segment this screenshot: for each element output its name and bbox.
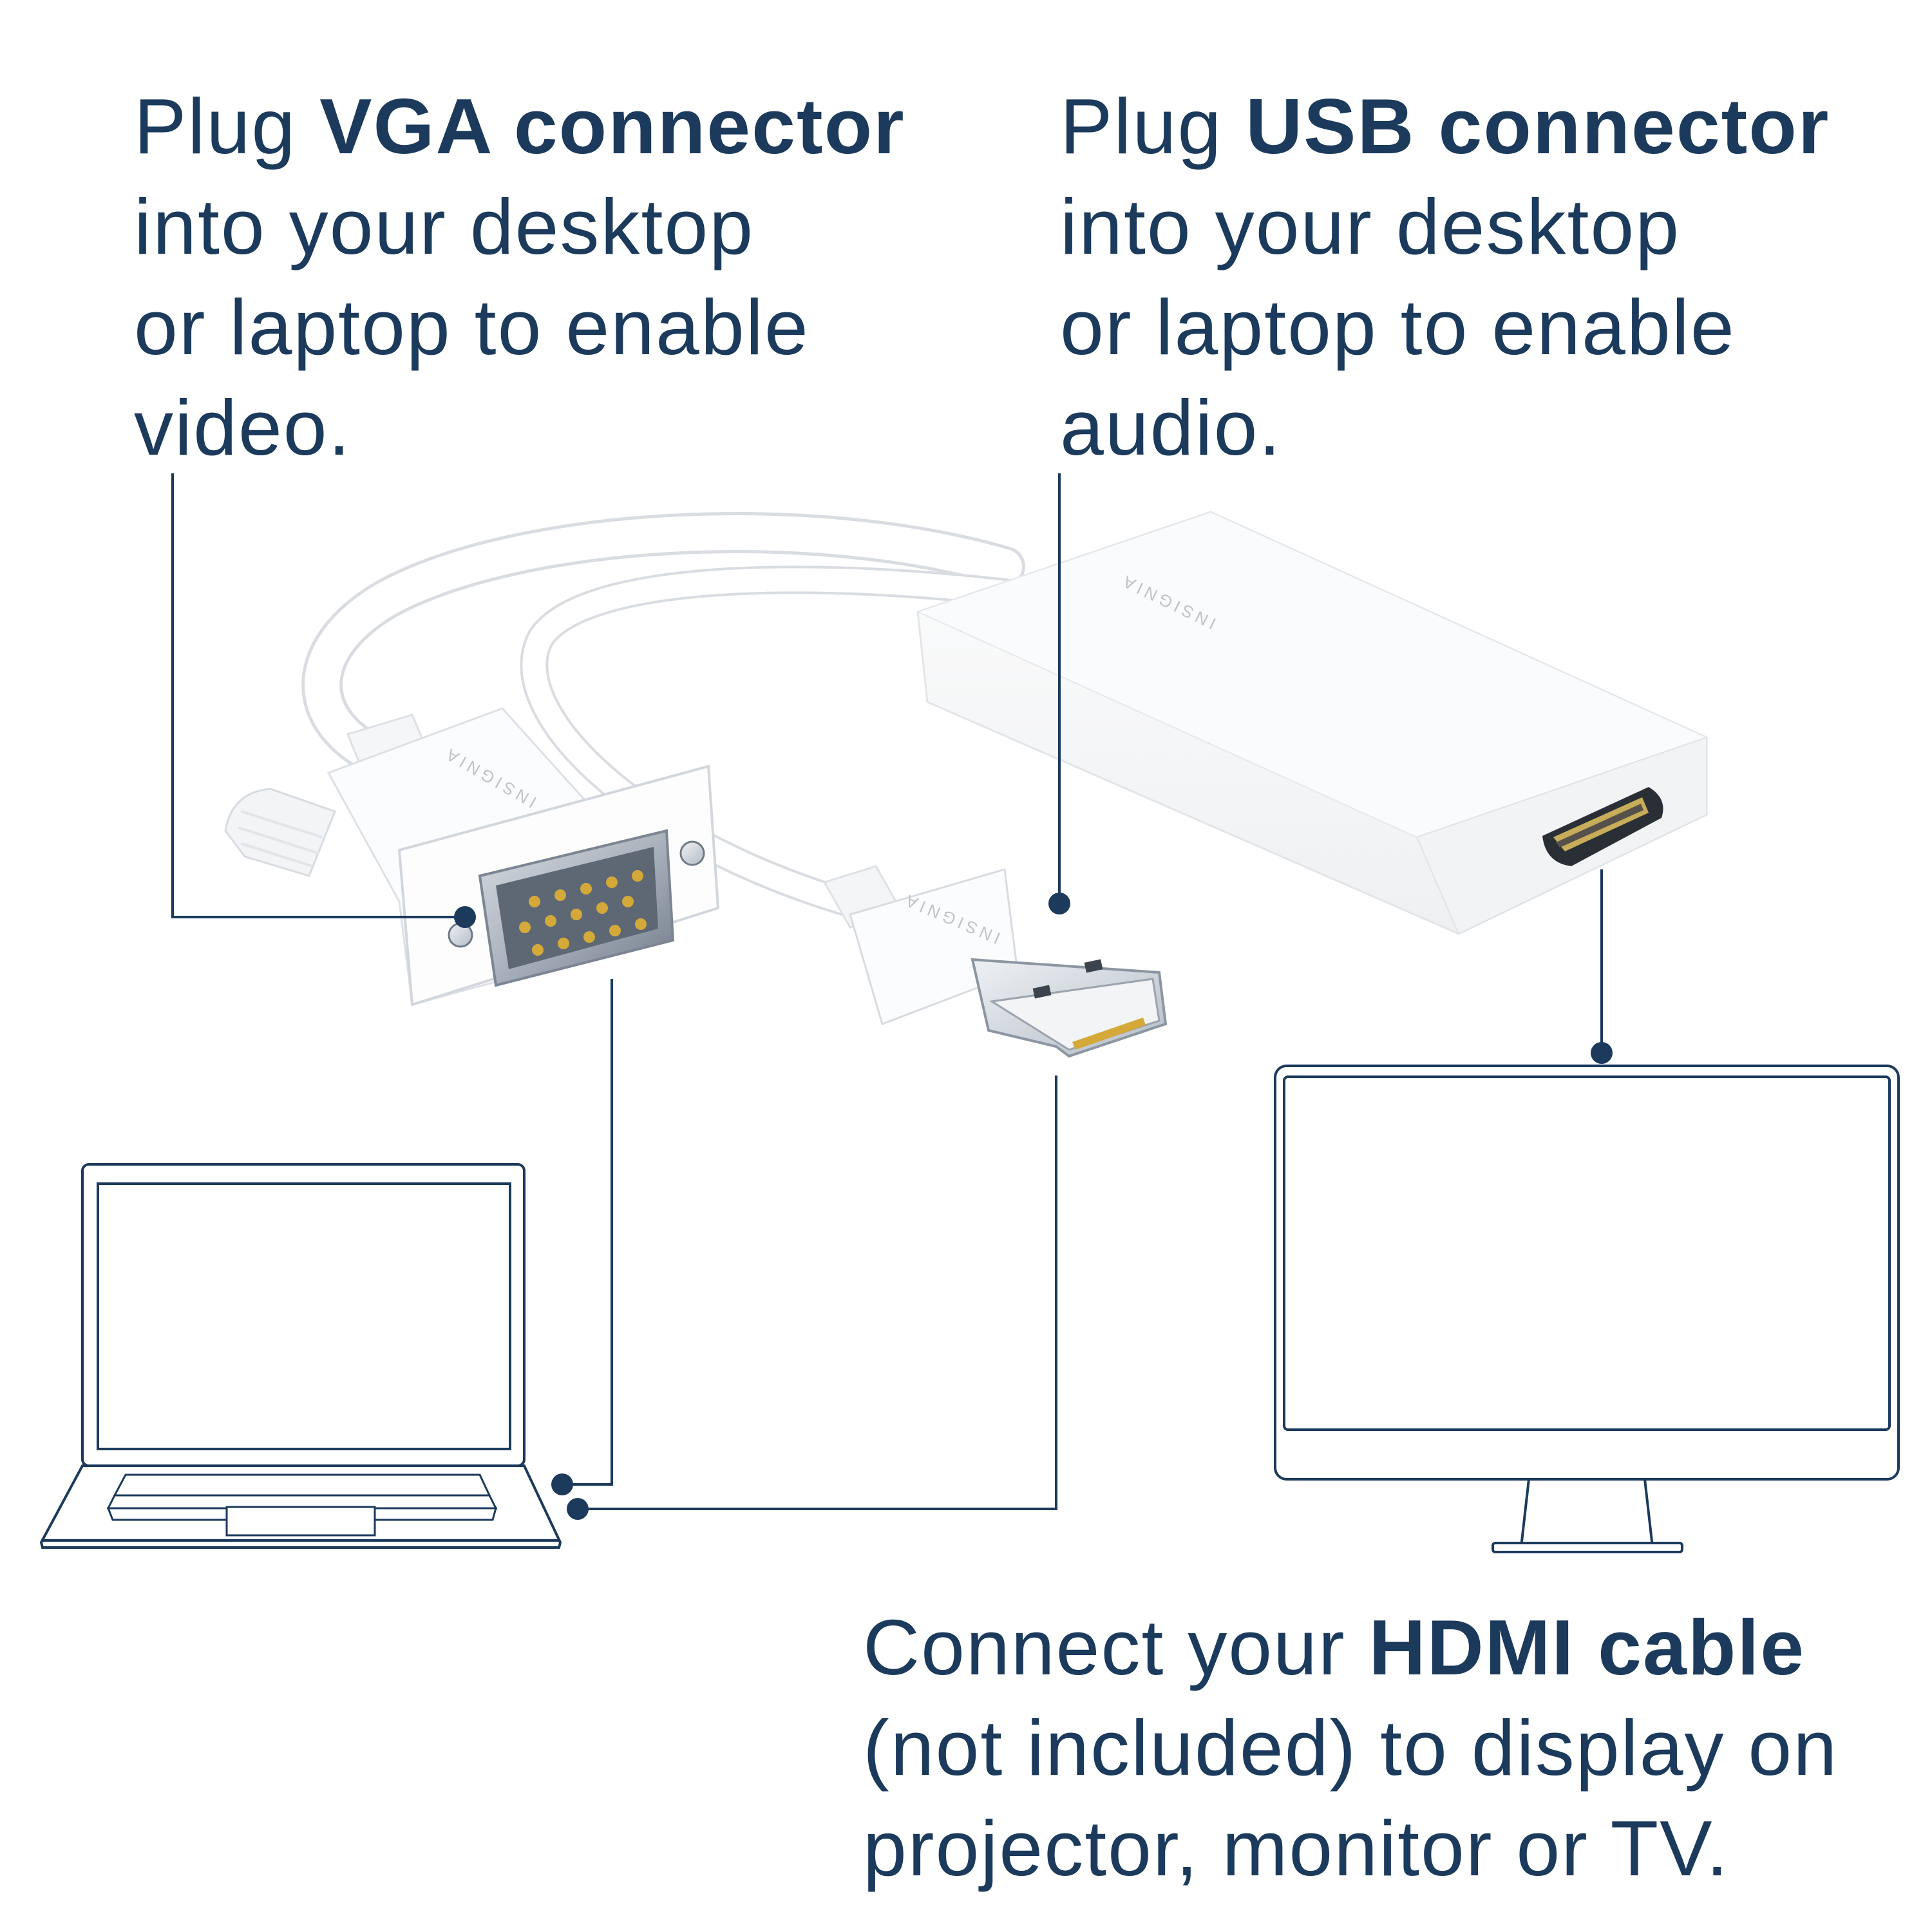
hdmi-caption-line-2: (not included) to display on	[863, 1704, 1839, 1792]
leader-vga-laptop	[562, 979, 613, 1486]
dot-usb-plug	[1048, 893, 1070, 914]
usb-caption-line-2: into your desktop	[1060, 183, 1681, 270]
vga-caption-line-4: video.	[134, 384, 352, 471]
hdmi-caption-line-3: projector, monitor or TV.	[863, 1804, 1730, 1892]
dot-laptop-vga	[551, 1473, 573, 1495]
vga-caption-line-3: or laptop to enable	[134, 283, 810, 371]
vga-caption-emphasis: VGA connector	[319, 82, 905, 170]
dot-monitor	[1591, 1042, 1613, 1064]
usb-caption: Plug USB connector into your desktop or …	[1060, 76, 1830, 478]
hdmi-caption: Connect your HDMI cable (not included) t…	[863, 1597, 1838, 1899]
monitor-icon	[1274, 1065, 1900, 1553]
hdmi-port	[1542, 787, 1663, 866]
usb-caption-line-4: audio.	[1060, 384, 1282, 471]
leader-lines	[171, 473, 1603, 1510]
hdmi-caption-emphasis: HDMI cable	[1368, 1604, 1806, 1691]
usb-caption-line-3: or laptop to enable	[1060, 283, 1736, 371]
adapter-box: INSIGNIA	[916, 511, 1709, 935]
vga-caption-line-2: into your desktop	[134, 183, 755, 270]
usb-caption-line-1: Plug USB connector	[1060, 82, 1830, 170]
vga-plug: INSIGNIA	[224, 707, 720, 1007]
leader-usb-laptop	[578, 1075, 1057, 1510]
leader-dots	[454, 893, 1613, 1520]
hdmi-caption-line-1: Connect your HDMI cable	[863, 1604, 1806, 1691]
leader-vga-caption	[171, 473, 465, 918]
vga-caption-line-1: Plug VGA connector	[134, 82, 905, 170]
usb-caption-emphasis: USB connector	[1245, 82, 1830, 170]
dot-laptop-usb	[567, 1498, 589, 1520]
usb-plug: INSIGNIA	[822, 865, 1168, 1058]
laptop-icon	[39, 1163, 562, 1549]
vga-thumbscrew	[224, 788, 336, 877]
vga-caption: Plug VGA connector into your desktop or …	[134, 76, 905, 478]
vga-jackscrew-right	[679, 840, 705, 866]
vga-pins	[519, 870, 647, 956]
dot-vga-jackscrew	[454, 906, 476, 928]
